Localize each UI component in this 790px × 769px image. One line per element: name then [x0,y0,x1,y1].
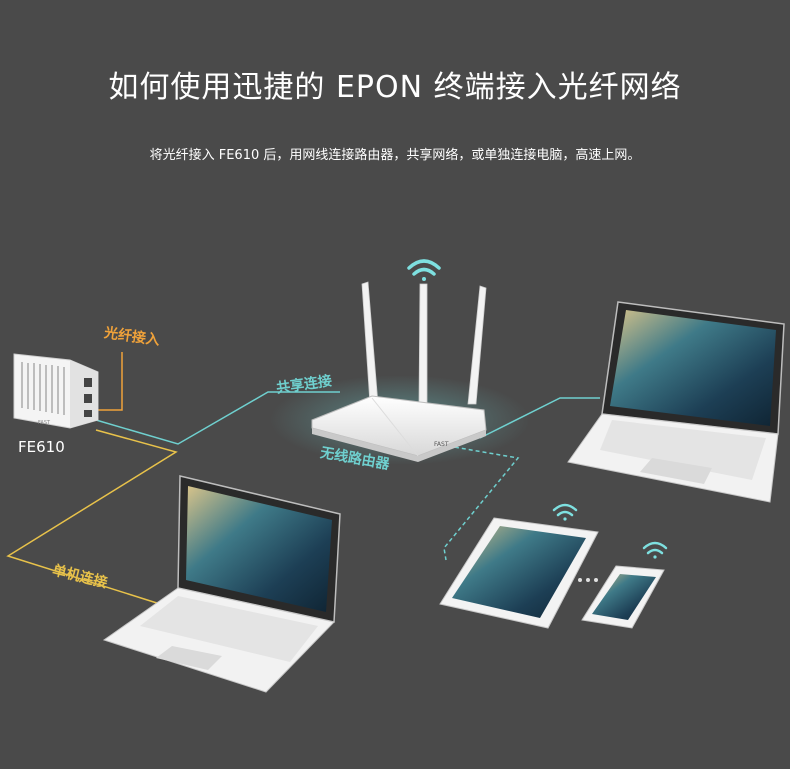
page-subtitle: 将光纤接入 FE610 后，用网线连接路由器，共享网络，或单独连接电脑，高速上网… [149,148,641,163]
tablet-icon [439,517,599,629]
single-line [6,429,178,605]
fiber-line [96,352,123,411]
page-title: 如何使用迅捷的 EPON 终端接入光纤网络 [108,70,682,105]
onu-device-icon [13,353,99,429]
phone-icon [581,565,665,629]
tablet-phone-dots [578,578,598,582]
laptop-icon [102,475,341,693]
wifi-icon [642,541,668,559]
router-icon [311,281,487,462]
router-brand: FAST [434,441,449,448]
device-brand: FAST [38,420,51,426]
device-label: FE610 [18,438,65,456]
wifi-icon [552,503,578,521]
laptop-icon [567,301,785,503]
wifi-icon [407,259,441,281]
